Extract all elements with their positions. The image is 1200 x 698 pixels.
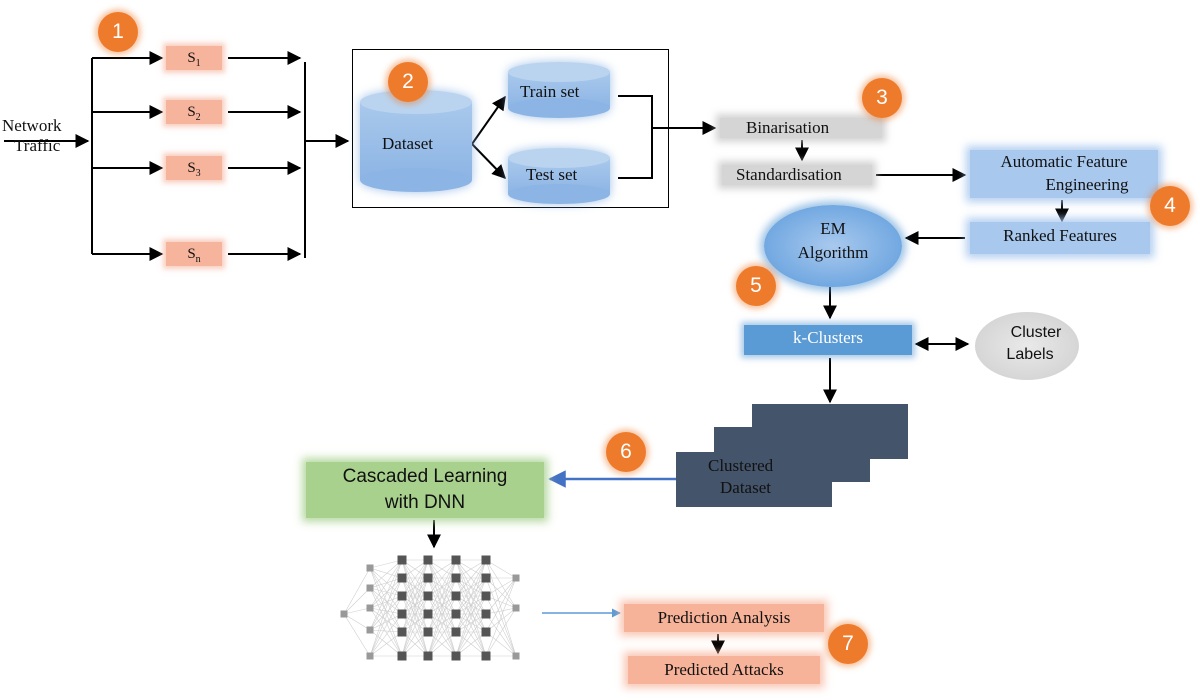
dnn-node <box>397 651 407 661</box>
dnn-node <box>481 573 491 583</box>
em-algorithm-ellipse: EM Algorithm <box>764 205 902 287</box>
traffic-label: Traffic <box>14 136 61 155</box>
dnn-node <box>512 604 520 612</box>
k-clusters-box: k-Clusters <box>744 325 912 355</box>
source-box-3: S3 <box>166 156 222 180</box>
ranked-features-box: Ranked Features <box>970 222 1150 254</box>
dnn-node <box>451 591 461 601</box>
step-badge-1: 1 <box>98 12 138 52</box>
dnn-node <box>451 627 461 637</box>
step-badge-6: 6 <box>606 432 646 472</box>
dnn-node <box>481 555 491 565</box>
dataset-cylinder: Dataset <box>360 90 472 192</box>
dnn-node <box>512 574 520 582</box>
dataset-label: Dataset <box>382 134 433 153</box>
dnn-node <box>366 604 374 612</box>
dnn-node <box>340 610 348 618</box>
dnn-node <box>481 609 491 619</box>
dnn-node <box>481 627 491 637</box>
clustered-dataset-label: Clustered Dataset <box>708 456 774 497</box>
dnn-node <box>451 573 461 583</box>
dnn-node <box>451 651 461 661</box>
step-badge-7: 7 <box>828 624 868 664</box>
predicted-attacks-box: Predicted Attacks <box>628 656 820 684</box>
network-label: Network <box>2 116 62 135</box>
step-badge-3: 3 <box>862 78 902 118</box>
source-box-1: S1 <box>166 46 222 70</box>
step-badge-4: 4 <box>1150 186 1190 226</box>
source-box-n: Sn <box>166 242 222 266</box>
dnn-node <box>366 564 374 572</box>
dnn-node <box>423 627 433 637</box>
step-badge-2: 2 <box>388 62 428 102</box>
dnn-node <box>423 573 433 583</box>
step-badge-5: 5 <box>736 266 776 306</box>
dnn-node <box>397 591 407 601</box>
dnn-node <box>397 627 407 637</box>
dnn-node <box>366 652 374 660</box>
binarisation-box: Binarisation <box>720 118 882 138</box>
dnn-illustration <box>340 555 520 661</box>
dnn-node <box>512 652 520 660</box>
dnn-node <box>397 609 407 619</box>
dnn-node <box>481 591 491 601</box>
dnn-node <box>397 555 407 565</box>
network-traffic-label: Network Traffic <box>2 116 61 156</box>
dnn-node <box>366 584 374 592</box>
source-box-2: S2 <box>166 100 222 124</box>
test-set-label: Test set <box>526 165 578 184</box>
dnn-node <box>481 651 491 661</box>
dnn-node <box>423 555 433 565</box>
train-set-cylinder: Train set <box>508 62 610 118</box>
cascaded-learning-box: Cascaded Learning with DNN <box>306 462 544 518</box>
dnn-node <box>423 609 433 619</box>
test-set-cylinder: Test set <box>508 148 610 204</box>
cluster-labels-blob: Cluster Labels <box>975 312 1079 380</box>
dnn-node <box>451 555 461 565</box>
automatic-feature-engineering-box: Automatic Feature Engineering <box>970 150 1158 198</box>
dnn-node <box>423 591 433 601</box>
dataset-panel <box>352 49 669 208</box>
dnn-node <box>366 626 374 634</box>
train-set-label: Train set <box>520 82 580 101</box>
prediction-analysis-box: Prediction Analysis <box>624 604 824 632</box>
clustered-stack-front <box>676 452 832 507</box>
dnn-node <box>451 609 461 619</box>
standardisation-box: Standardisation <box>722 165 872 185</box>
dnn-node <box>397 573 407 583</box>
dnn-node <box>423 651 433 661</box>
